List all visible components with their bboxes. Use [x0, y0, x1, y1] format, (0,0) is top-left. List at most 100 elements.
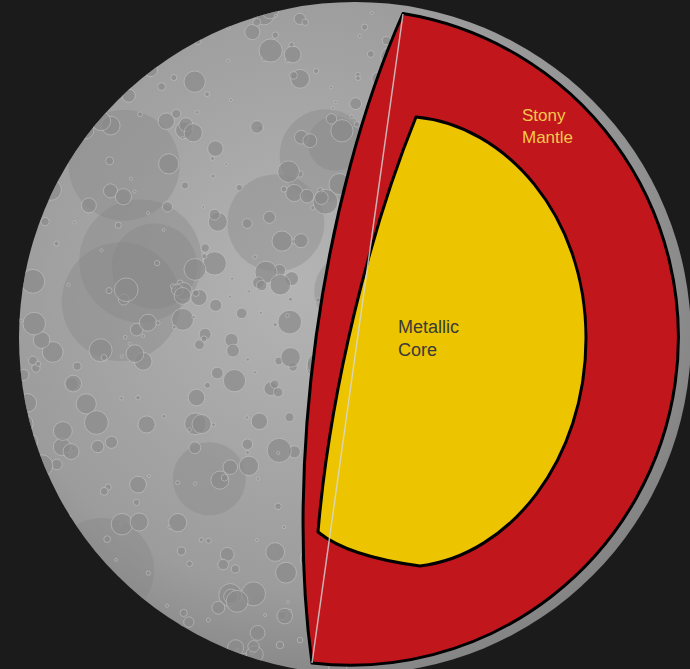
crater [158, 113, 174, 129]
crater [45, 605, 57, 617]
crater-rim [56, 89, 62, 95]
crater [206, 618, 210, 622]
crater [142, 334, 145, 337]
crater [122, 89, 135, 102]
crater-rim [78, 59, 83, 64]
crater-rim [176, 481, 180, 485]
crater [209, 209, 220, 220]
crater-rim [289, 297, 293, 301]
crater [259, 39, 282, 62]
crater-rim [195, 111, 199, 115]
crater-rim [67, 30, 82, 45]
crater-rim [47, 31, 54, 38]
crater-rim [303, 134, 317, 148]
crater [146, 571, 150, 575]
crater [117, 638, 126, 647]
crater-rim [139, 314, 156, 331]
crater-rim [276, 562, 297, 583]
crater-rim [56, 592, 61, 597]
crater [89, 339, 112, 362]
crater-rim [31, 625, 35, 629]
crater [275, 503, 282, 510]
crater-rim [367, 51, 374, 58]
crater [181, 9, 204, 32]
crater-rim [206, 618, 210, 622]
crater [228, 295, 231, 298]
mare-patch [173, 442, 246, 515]
crater-rim [124, 638, 146, 660]
crater-rim [120, 355, 123, 358]
crater-rim [67, 152, 71, 156]
crater [206, 538, 211, 543]
crater-rim [209, 209, 220, 220]
crater [106, 2, 115, 11]
crater-rim [63, 534, 67, 538]
crater [85, 16, 95, 26]
crater-rim [144, 64, 157, 77]
crater [246, 451, 250, 455]
crater [174, 287, 191, 304]
crater [350, 98, 362, 110]
crater [286, 601, 289, 604]
crater [180, 609, 187, 616]
crater [211, 471, 229, 489]
crater [370, 12, 373, 15]
crater-rim [330, 86, 333, 89]
crater [63, 534, 67, 538]
core-region: Metallic Core [318, 112, 590, 570]
crater-rim [245, 416, 248, 419]
crater [59, 656, 62, 659]
crater [49, 605, 59, 615]
crater-rim [242, 439, 253, 450]
crater-rim [236, 308, 247, 319]
crater-rim [272, 231, 292, 251]
crater [314, 68, 319, 73]
crater [330, 86, 333, 89]
crater-rim [40, 179, 61, 200]
crater [255, 539, 258, 542]
crater-rim [184, 71, 205, 92]
crater [284, 46, 301, 63]
crater-rim [121, 41, 140, 60]
crater-rim [113, 70, 126, 83]
crater-rim [188, 389, 205, 406]
crater-rim [133, 190, 136, 193]
crater-rim [212, 601, 225, 614]
crater-rim [68, 515, 71, 518]
crater [242, 219, 252, 229]
crater-rim [239, 456, 258, 475]
crater [286, 314, 290, 318]
crater [276, 562, 297, 583]
crater [303, 134, 317, 148]
crater [138, 416, 155, 433]
crater-rim [120, 396, 124, 400]
crater-rim [115, 189, 131, 205]
crater-rim [187, 428, 191, 432]
crater [212, 423, 216, 427]
crater [115, 558, 118, 561]
crater-rim [101, 355, 107, 361]
crater-rim [251, 413, 267, 429]
crater-rim [122, 89, 135, 102]
crater-rim [130, 612, 141, 623]
crater-rim [138, 416, 155, 433]
crater-rim [147, 475, 150, 478]
crater [76, 121, 94, 139]
crater-rim [109, 616, 112, 619]
crater [225, 163, 228, 166]
crater [36, 42, 40, 46]
crater-rim [192, 414, 211, 433]
crater-rim [334, 101, 337, 104]
crater [354, 122, 360, 128]
crater-rim [286, 601, 289, 604]
crater-rim [21, 117, 31, 127]
crater [245, 25, 260, 40]
crater [100, 249, 103, 252]
crater-rim [201, 336, 207, 342]
crater-rim [142, 14, 164, 36]
crater [253, 18, 261, 26]
crater-rim [59, 656, 62, 659]
crater [90, 121, 93, 124]
crater-rim [95, 632, 116, 653]
crater [115, 222, 121, 228]
